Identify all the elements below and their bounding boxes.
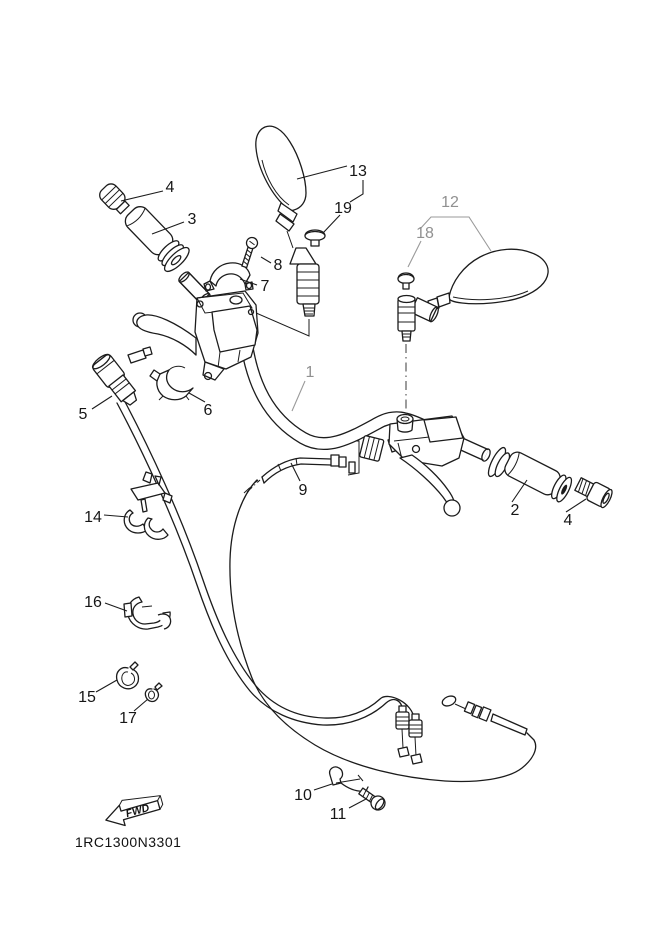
diagram-code: 1RC1300N3301 <box>75 834 181 850</box>
callout-19[interactable]: 19 <box>334 200 352 217</box>
cable-9 <box>246 440 360 493</box>
right-mirror <box>397 248 549 342</box>
clip-15 <box>115 661 140 690</box>
right-mirror-bolt-18 <box>397 272 415 290</box>
fwd-arrow-label: FWD <box>124 802 151 820</box>
clutch-lever-assembly <box>132 290 259 381</box>
lower-holder-6 <box>149 365 194 401</box>
callout-18[interactable]: 18 <box>416 225 434 242</box>
callouts: 1 2 3 4 4 5 6 7 8 9 10 11 12 13 14 15 16… <box>78 163 572 823</box>
callout-6[interactable]: 6 <box>204 402 213 419</box>
throttle-cable-ends <box>395 705 423 765</box>
callout-16[interactable]: 16 <box>84 594 102 611</box>
callout-11[interactable]: 11 <box>330 806 347 823</box>
screw-8 <box>241 236 259 269</box>
clutch-cable-loop <box>229 479 537 783</box>
callout-5[interactable]: 5 <box>79 406 88 423</box>
callout-9[interactable]: 9 <box>299 482 308 499</box>
callout-8[interactable]: 8 <box>274 257 283 274</box>
callout-1[interactable]: 1 <box>306 364 315 381</box>
throttle-grip-2 <box>504 451 573 503</box>
callout-15[interactable]: 15 <box>78 689 96 706</box>
cable-joint-5 <box>91 346 153 406</box>
fwd-arrow: FWD <box>105 795 164 827</box>
clamp-16 <box>123 596 172 630</box>
callout-12[interactable]: 12 <box>441 194 459 211</box>
brake-lever-assembly <box>359 413 465 517</box>
left-mirror <box>255 125 320 317</box>
callout-4-left[interactable]: 4 <box>166 179 175 196</box>
callout-7[interactable]: 7 <box>261 278 270 295</box>
cable-guide-10 <box>328 766 369 792</box>
callout-4-right[interactable]: 4 <box>564 512 573 529</box>
callout-14[interactable]: 14 <box>84 509 102 526</box>
left-mirror-axis-line <box>239 305 310 337</box>
left-mirror-bolt-19 <box>304 229 326 247</box>
screw-11 <box>358 787 386 811</box>
leader-lines <box>91 165 587 809</box>
clip-17 <box>144 682 163 703</box>
left-grip <box>124 206 190 273</box>
cable-holder-14 <box>123 471 173 540</box>
bar-end-bolt-right <box>574 477 613 509</box>
callout-2[interactable]: 2 <box>511 502 520 519</box>
throttle-cable-pair <box>116 397 415 726</box>
callout-3[interactable]: 3 <box>188 211 197 228</box>
grip-collar <box>487 446 511 478</box>
callout-17[interactable]: 17 <box>119 710 137 727</box>
clutch-cable-adjuster <box>441 695 528 736</box>
callout-10[interactable]: 10 <box>294 787 312 804</box>
callout-13[interactable]: 13 <box>349 163 367 180</box>
bar-end-left <box>99 183 130 215</box>
